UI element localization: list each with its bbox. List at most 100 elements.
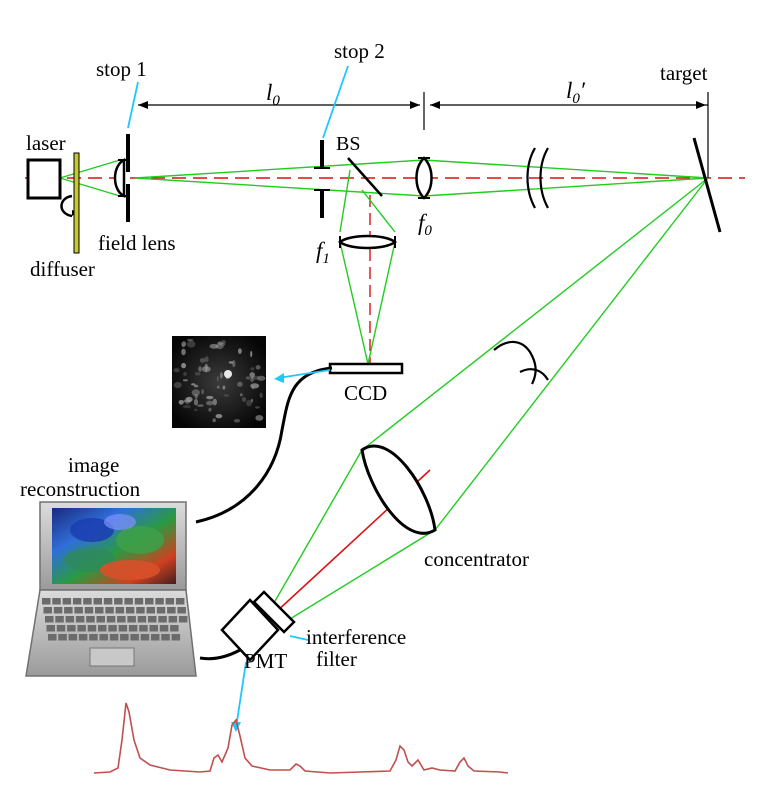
label-stop2: stop 2 (334, 39, 385, 63)
speckle-grain (255, 365, 261, 370)
pointer-lines (127, 65, 349, 729)
speckle-grain (182, 404, 191, 409)
label-f1: f1 (316, 238, 330, 267)
keyboard-key (115, 607, 125, 614)
speckle-grain (191, 389, 200, 397)
speckle-grain (201, 389, 204, 395)
label-image-reconstruction-line2: reconstruction (20, 477, 141, 501)
speckle-grain (238, 348, 242, 354)
break-mark-top (526, 147, 549, 209)
keyboard-key (62, 598, 72, 605)
pmt-pointer-arrow (231, 722, 241, 732)
laser-body (26, 158, 62, 200)
keyboard-key (84, 607, 94, 614)
keyboard-key (145, 598, 154, 605)
speckle-grain (187, 338, 194, 342)
pmt-body (220, 598, 280, 662)
speckle-image (172, 336, 266, 428)
keyboard-key (56, 625, 66, 632)
keyboard-key (48, 634, 57, 641)
keyboard-key (127, 616, 136, 623)
keyboard-key (45, 616, 54, 623)
keyboard-key (167, 607, 176, 614)
pmt-signal-trace (93, 702, 509, 774)
speckle-grain (255, 415, 264, 421)
speckle-grain (220, 372, 223, 379)
keyboard-key (67, 625, 76, 632)
speckle-grain (198, 366, 202, 372)
keyboard-key (52, 598, 61, 605)
dimension-lines (138, 92, 709, 178)
speckle-grain (182, 400, 191, 403)
speckle-grain (250, 383, 260, 389)
keyboard-key (151, 634, 160, 641)
speckle-grain (181, 362, 187, 369)
label-f0: f0 (418, 210, 432, 239)
keyboard-key (139, 625, 148, 632)
concentrator-lens (360, 444, 437, 535)
keyboard-key (168, 616, 178, 623)
keyboard-key (128, 625, 138, 632)
keyboard-key (148, 616, 157, 623)
keyboard-key (105, 607, 114, 614)
speckle-grain (250, 367, 255, 371)
ccd-pointer-arrow (274, 373, 284, 383)
diffuser-plate (73, 152, 80, 254)
speckle-grain (212, 418, 216, 423)
keyboard-key (165, 598, 175, 605)
keyboard-key (53, 607, 63, 614)
interference-filter (252, 590, 296, 634)
keyboard-key (158, 616, 167, 623)
keyboard-key (98, 625, 107, 632)
label-laser: laser (26, 131, 66, 155)
speckle-grain (201, 366, 211, 373)
keyboard-key (93, 598, 102, 605)
speckle-grain (209, 343, 219, 349)
speckle-grain (204, 356, 209, 363)
keyboard-key (136, 607, 145, 614)
keyboard-key (175, 598, 185, 605)
keyboard-key (42, 598, 51, 605)
speckle-grain (182, 379, 188, 382)
keyboard-key (99, 634, 108, 641)
speckle-grain (232, 360, 236, 368)
keyboard-key (137, 616, 147, 623)
speckle-grain (257, 375, 266, 381)
speckle-grain (181, 348, 186, 356)
keyboard-key (149, 625, 158, 632)
speckle-grain (212, 398, 217, 406)
speckle-grain (178, 399, 184, 405)
label-image-reconstruction-line1: image (68, 453, 119, 477)
speckle-grain (246, 399, 252, 407)
label-stop1: stop 1 (96, 57, 147, 81)
speckle-grain (193, 384, 199, 388)
speckle-grain (208, 407, 212, 412)
keyboard-key (140, 634, 150, 641)
label-l0: l0 (266, 80, 280, 109)
speckle-grain (183, 372, 187, 376)
laptop (25, 501, 197, 677)
keyboard-key (46, 625, 55, 632)
speckle-grain (216, 385, 220, 389)
label-diffuser: diffuser (30, 257, 95, 281)
keyboard-key (78, 634, 88, 641)
speckle-grain (250, 350, 253, 358)
speckle-grain (186, 340, 196, 348)
keyboard-key (114, 598, 123, 605)
keyboard-key (58, 634, 67, 641)
speckle-grain (242, 397, 246, 402)
keyboard-key (124, 598, 133, 605)
label-target: target (660, 61, 708, 85)
speckle-grain (194, 408, 198, 411)
keyboard-key (55, 616, 64, 623)
speckle-grain (228, 361, 234, 364)
laptop-touchpad (89, 647, 135, 667)
ccd-cable (195, 366, 333, 524)
keyboard-key (117, 616, 126, 623)
keyboard-key (95, 607, 104, 614)
keyboard-key (156, 607, 166, 614)
speckle-grain (237, 381, 243, 387)
speckle-grain (215, 414, 223, 419)
lens-f1 (337, 234, 398, 250)
